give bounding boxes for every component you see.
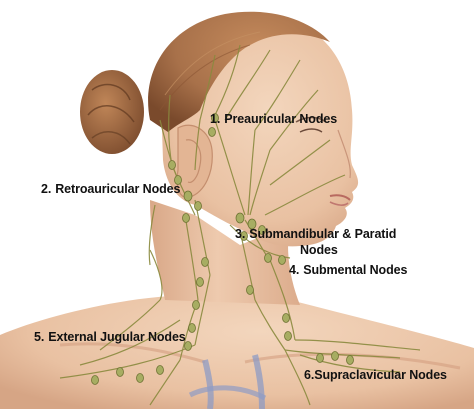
- label-supraclavicular-nodes: 6.Supraclavicular Nodes: [304, 368, 447, 382]
- label-text: External Jugular Nodes: [48, 330, 186, 344]
- hair-bun: [80, 70, 144, 154]
- submandibular-node: [258, 225, 266, 235]
- supraclavicular-node: [156, 365, 164, 375]
- label-text: Submandibular & Paratid: [249, 227, 397, 241]
- retroauricular-node: [182, 213, 190, 223]
- lymph-nodes: [91, 113, 354, 385]
- label-text: Preauricular Nodes: [224, 112, 338, 126]
- label-number: 1.: [210, 112, 221, 126]
- label-preauricular-nodes: 1.Preauricular Nodes: [210, 112, 337, 126]
- label-number: 4.: [289, 263, 300, 277]
- shoulders: [0, 280, 474, 409]
- external-jugular-node: [196, 277, 204, 287]
- external-jugular-node: [282, 313, 290, 323]
- supraclavicular-node: [136, 373, 144, 383]
- label-number: 2.: [41, 182, 52, 196]
- label-submandibular-nodes-line2: Nodes: [300, 243, 338, 257]
- hair: [148, 11, 330, 132]
- label-text: Retroauricular Nodes: [55, 182, 181, 196]
- label-text: Submental Nodes: [303, 263, 408, 277]
- external-jugular-node: [192, 300, 200, 310]
- supraclavicular-node: [331, 351, 339, 361]
- submandibular-node: [235, 212, 245, 224]
- submandibular-node: [247, 218, 257, 230]
- supraclavicular-node: [346, 355, 354, 365]
- ear: [176, 124, 213, 199]
- retroauricular-node: [168, 160, 176, 170]
- external-jugular-node: [284, 331, 292, 341]
- submental-node: [264, 253, 272, 263]
- label-number: 6.: [304, 368, 315, 382]
- supraclavicular-node: [91, 375, 99, 385]
- label-number: 3.: [235, 227, 246, 241]
- supraclavicular-node: [316, 353, 324, 363]
- retroauricular-node: [183, 190, 193, 202]
- label-retroauricular-nodes: 2.Retroauricular Nodes: [41, 182, 180, 196]
- submental-node: [278, 255, 286, 265]
- external-jugular-node: [246, 285, 254, 295]
- retroauricular-node: [194, 201, 202, 211]
- preauricular-node: [208, 127, 216, 137]
- submandibular-node: [240, 231, 248, 241]
- label-submandibular-nodes: 3.Submandibular & Paratid: [235, 227, 396, 241]
- supraclavicular-node: [116, 367, 124, 377]
- external-jugular-node: [188, 323, 196, 333]
- retroauricular-node: [174, 175, 182, 185]
- label-submental-nodes: 4.Submental Nodes: [289, 263, 407, 277]
- label-number: 5.: [34, 330, 45, 344]
- external-jugular-node: [184, 341, 192, 351]
- label-text: Supraclavicular Nodes: [314, 368, 447, 382]
- external-jugular-node: [201, 257, 209, 267]
- label-external-jugular-nodes: 5.External Jugular Nodes: [34, 330, 186, 344]
- neck: [150, 200, 300, 305]
- preauricular-node: [211, 113, 219, 123]
